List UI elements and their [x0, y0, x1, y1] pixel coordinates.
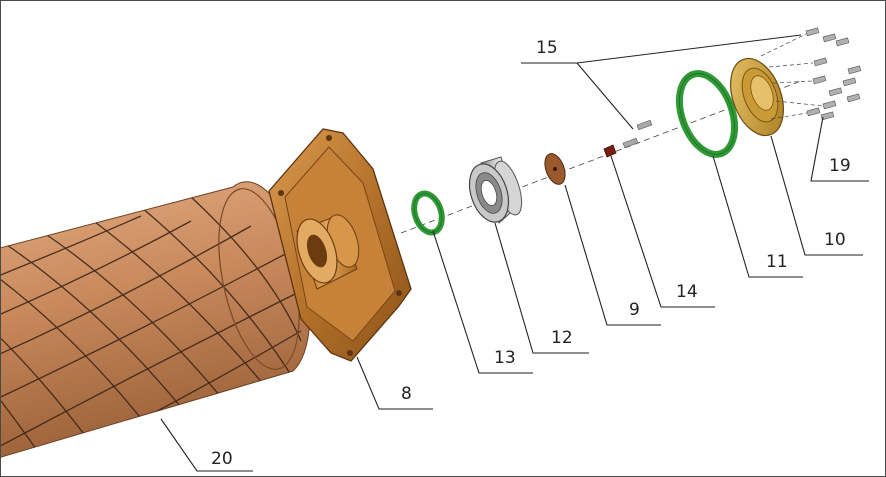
- leader-lines: [160, 34, 869, 472]
- screw-dash-lines: [760, 33, 824, 120]
- callout-20: 20: [211, 449, 233, 469]
- callout-13: 13: [494, 348, 516, 368]
- callout-11: 11: [766, 252, 788, 272]
- callout-14: 14: [676, 282, 698, 302]
- callout-8: 8: [401, 384, 412, 404]
- bearing-part-12: [468, 156, 523, 224]
- callout-10: 10: [824, 230, 846, 250]
- axis-line: [400, 80, 802, 234]
- disk-part-9: [544, 153, 566, 185]
- callout-9: 9: [629, 300, 640, 320]
- callout-15: 15: [536, 38, 558, 58]
- gasket-ring-part-11: [675, 70, 739, 158]
- callout-19: 19: [829, 156, 851, 176]
- screws-part-19: [805, 27, 862, 121]
- roll-part-20: [1, 181, 311, 464]
- key-part-14: [603, 119, 653, 158]
- callout-12: 12: [551, 328, 573, 348]
- end-cap-part-10: [730, 57, 784, 137]
- flange-part-8: [268, 128, 412, 362]
- seal-ring-part-13: [411, 190, 445, 236]
- leader-20: [160, 418, 253, 472]
